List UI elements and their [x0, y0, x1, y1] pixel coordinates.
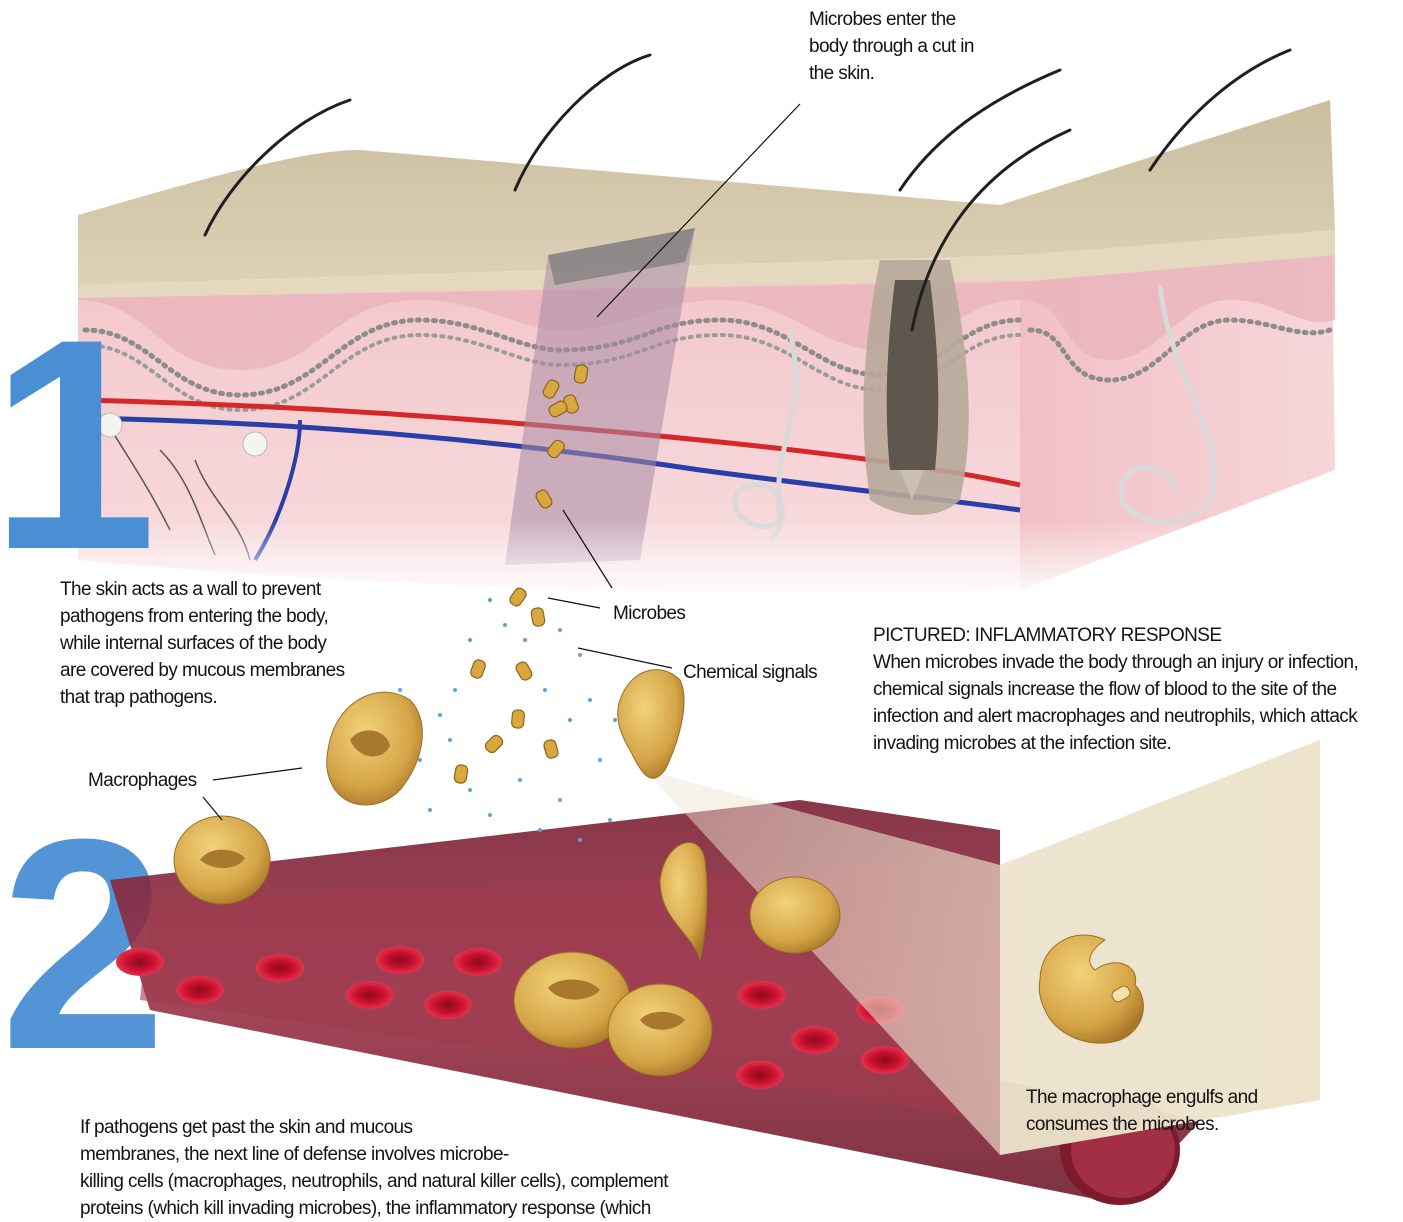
pictured-heading: PICTURED: INFLAMMATORY RESPONSE [873, 622, 1358, 649]
chemical-signals-label: Chemical signals [683, 662, 817, 684]
step-number-1: 1 [0, 276, 157, 612]
inflammatory-response-caption: PICTURED: INFLAMMATORY RESPONSE When mic… [873, 622, 1358, 757]
engulf-caption: The macrophage engulfs and consumes the … [1026, 1084, 1258, 1138]
free-microbes [454, 586, 560, 784]
microbes-enter-label: Microbes enter the body through a cut in… [809, 6, 974, 87]
macrophages-label: Macrophages [88, 770, 197, 792]
microbes-label: Microbes [613, 603, 685, 625]
skin-description: The skin acts as a wall to prevent patho… [60, 576, 344, 711]
skin-cross-section [60, 50, 1360, 600]
second-line-defense-text: If pathogens get past the skin and mucou… [80, 1114, 668, 1222]
chemical-signal-dots [398, 598, 617, 842]
